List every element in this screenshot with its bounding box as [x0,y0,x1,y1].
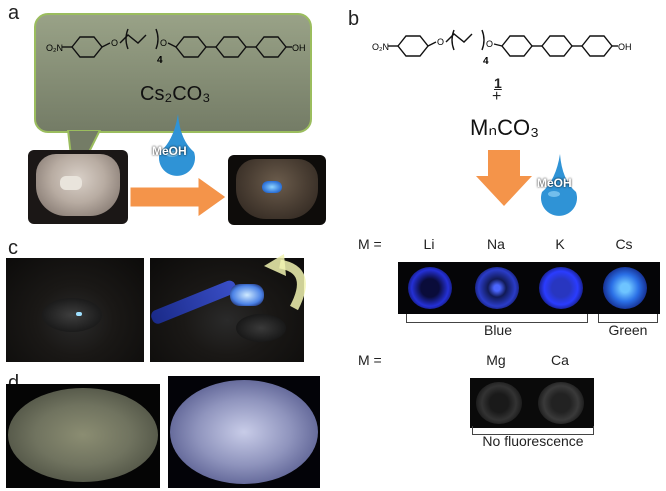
plus-sign: + [492,88,502,105]
methanol-label-a: MeOH [152,144,187,158]
hydroxyl-label: OH [292,43,306,53]
grinding-photo-1 [6,258,144,362]
blue-bracket [406,314,588,323]
green-group-label: Green [608,322,648,338]
blue-group-label: Blue [483,322,513,338]
panel-label-a: a [8,2,20,24]
benzene-ring [175,36,207,58]
benzene-ring [71,36,103,58]
cs2co3-label: Cs₂CO₃ [140,83,211,105]
nitro-label: O₂N [46,43,63,53]
panel-label-c: c [8,237,18,259]
row1-prefix: M = [358,236,382,252]
metal-label-mg: Mg [486,352,506,368]
green-bracket [598,314,658,323]
row2-prefix: M = [358,352,382,368]
oxygen-label-2: O [486,39,493,49]
emission-dish-k [539,267,583,309]
hydroxyl-label: OH [618,42,632,52]
oxygen-label: O [437,37,444,47]
emission-dish-cs [603,267,647,309]
molecule-structure-a: O₂N O 4 O OH [46,28,306,66]
benzene-ring [215,36,247,58]
nitro-label: O₂N [372,42,389,52]
mnco3-label: MₙCO₃ [470,115,540,140]
methanol-drop-icon-b [541,154,577,216]
no-fluorescence-label: No fluorescence [482,433,584,449]
benzene-ring [255,36,287,58]
methanol-drop-icon [159,114,195,176]
benzene-ring [397,35,429,57]
benzene-ring [581,35,613,57]
no-fluorescence-bracket [472,426,594,435]
repeat-count: 4 [157,55,163,66]
film-photo-2 [168,376,320,488]
panel-label-b: b [348,8,360,30]
curved-arrow-icon [264,254,306,311]
emission-strip-row2 [470,378,594,428]
reagent-callout: O₂N O 4 O OH Cs₂CO₃ [34,13,312,133]
emission-dish-na [475,267,519,309]
methanol-label-b: MeOH [537,176,572,190]
mortar-photo-after [228,155,326,225]
emission-dish-li [408,267,452,309]
metal-label-ca: Ca [551,352,569,368]
grinding-photo-2 [150,258,304,362]
film-photo-1 [6,384,160,488]
reaction-arrow-a [130,177,227,217]
metal-label-k: K [555,236,565,252]
benzene-ring [541,35,573,57]
repeat-count: 4 [483,56,489,67]
oxygen-label: O [111,38,118,48]
emission-strip-row1 [398,262,660,314]
panel-label-d: d [8,372,20,394]
metal-label-na: Na [487,236,505,252]
reaction-arrow-b [476,150,532,206]
oxygen-label-2: O [160,38,167,48]
emission-dish-mg [476,382,522,424]
molecule-structure-b: O₂N O 4 O OH [372,29,632,67]
compound-number: 1 [494,75,502,91]
emission-dish-ca [538,382,584,424]
benzene-ring [501,35,533,57]
mortar-photo-before [28,150,128,224]
metal-label-cs: Cs [615,236,633,252]
metal-label-li: Li [423,236,435,252]
